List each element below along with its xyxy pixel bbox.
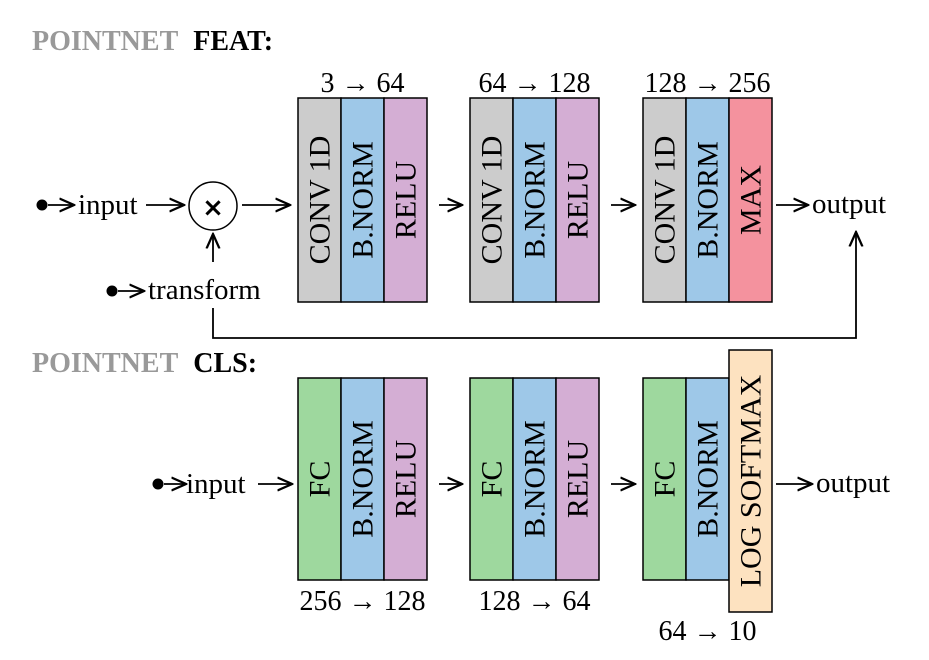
cls-output-label: output: [816, 467, 890, 499]
cls-block-label-1-2: B.NORM: [347, 420, 380, 538]
cls-dim-label-3: 64 → 10: [659, 616, 757, 647]
cls-block-label-3-2: B.NORM: [692, 420, 725, 538]
cls-group-2: FC B.NORM RELU 128 → 64: [469, 377, 635, 617]
cls-input-dot: [152, 478, 164, 490]
feat-input-dot: [36, 199, 48, 211]
feat-block-1-3-relu: [383, 97, 428, 303]
cls-group-1: FC B.NORM RELU 256 → 128: [297, 377, 462, 617]
cls-title-suffix: CLS:: [193, 348, 257, 379]
feat-group-2: CONV 1D B.NORM RELU 64 → 128: [469, 68, 635, 303]
feat-block-label-3-3: MAX: [735, 165, 768, 235]
feat-block-label-2-3: RELU: [562, 161, 595, 240]
cls-block-3-2-bnorm: [685, 377, 730, 581]
feat-block-3-2-bnorm: [685, 97, 730, 303]
feat-block-2-3-relu: [555, 97, 600, 303]
cls-group-3: FC B.NORM LOG SOFTMAX 64 → 10: [642, 349, 773, 647]
cls-dim-label-2: 128 → 64: [479, 586, 591, 617]
feat-transform-bypass-line: [212, 232, 856, 339]
feat-dim-label-3: 128 → 256: [645, 68, 771, 99]
multiply-icon: ×: [202, 193, 224, 223]
cls-block-label-3-3: LOG SOFTMAX: [735, 374, 768, 587]
cls-block-3-3-logsoftmax: [728, 349, 773, 613]
feat-transform-dot: [106, 285, 118, 297]
feat-block-label-3-2: B.NORM: [692, 141, 725, 259]
cls-block-2-3-relu: [555, 377, 600, 581]
feat-title-suffix: FEAT:: [193, 26, 273, 57]
cls-block-label-1-1: FC: [304, 461, 337, 498]
cls-block-label-2-3: RELU: [562, 440, 595, 519]
cls-dim-label-1: 256 → 128: [300, 586, 426, 617]
cls-layer-groups: FC B.NORM RELU 256 → 128 FC B.NORM RELU 128 → 6…: [297, 349, 773, 647]
feat-title-prefix: POINTNET: [32, 26, 179, 57]
feat-dim-label-1: 3 → 64: [321, 68, 405, 99]
cls-title-prefix: POINTNET: [32, 348, 179, 379]
cls-block-label-2-1: FC: [476, 461, 509, 498]
cls-input-label: input: [186, 468, 246, 500]
multiply-node: [188, 181, 238, 231]
feat-block-label-2-1: CONV 1D: [476, 136, 509, 265]
cls-block-label-2-2: B.NORM: [519, 420, 552, 538]
feat-block-label-1-1: CONV 1D: [304, 136, 337, 265]
feat-group-1: CONV 1D B.NORM RELU 3 → 64: [297, 68, 462, 303]
feat-dim-label-2: 64 → 128: [479, 68, 591, 99]
cls-title: POINTNET CLS:: [32, 348, 257, 379]
cls-block-1-2-bnorm: [340, 377, 385, 581]
feat-block-label-3-1: CONV 1D: [649, 136, 682, 265]
feat-input-label: input: [78, 189, 138, 221]
cls-block-label-1-3: RELU: [390, 440, 423, 519]
cls-block-3-1-fc: [642, 377, 687, 581]
feat-transform-label: transform: [148, 274, 261, 306]
feat-title: POINTNET FEAT:: [32, 26, 273, 57]
feat-block-label-1-2: B.NORM: [347, 141, 380, 259]
feat-layer-groups: CONV 1D B.NORM RELU 3 → 64 CONV 1D B.NORM RELU…: [297, 68, 773, 303]
feat-block-label-2-2: B.NORM: [519, 141, 552, 259]
feat-block-label-1-3: RELU: [390, 161, 423, 240]
feat-group-3: CONV 1D B.NORM MAX 128 → 256: [642, 68, 773, 303]
feat-output-label: output: [812, 188, 886, 220]
feat-block-3-3-max: [728, 97, 773, 303]
cls-block-2-2-bnorm: [512, 377, 557, 581]
feat-block-1-2-bnorm: [340, 97, 385, 303]
cls-block-label-3-1: FC: [649, 461, 682, 498]
cls-block-2-1-fc: [469, 377, 514, 581]
cls-block-1-3-relu: [383, 377, 428, 581]
feat-block-3-1-conv: [642, 97, 687, 303]
